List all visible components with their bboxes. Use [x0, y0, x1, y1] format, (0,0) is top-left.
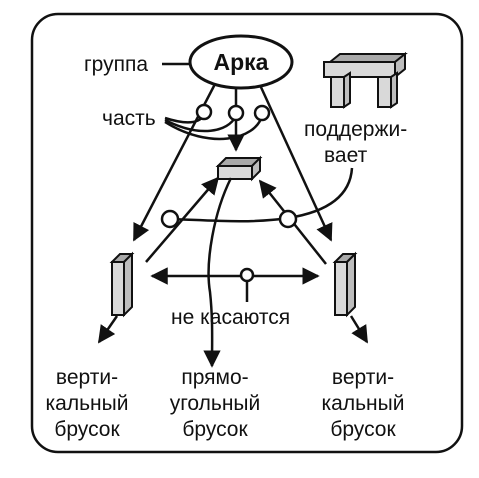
- bottom-right-line1: верти-: [332, 366, 394, 389]
- type-arrow-right: [349, 315, 369, 344]
- bottom-left-line2: кальный: [46, 392, 129, 415]
- horizontal-block-icon: [215, 155, 263, 182]
- supports-label-line2: вает: [324, 144, 368, 167]
- bottom-right-line3: брусок: [330, 418, 396, 441]
- not-touching-label: не касаются: [171, 306, 290, 329]
- bottom-middle-line2: угольный: [170, 392, 261, 415]
- supports-node-right: [278, 209, 298, 229]
- part-node-2: [227, 104, 245, 122]
- supports-node-left: [160, 209, 180, 229]
- part-label: часть: [102, 107, 156, 130]
- arch-node-label: Арка: [214, 49, 269, 75]
- bottom-left-line3: брусок: [54, 418, 120, 441]
- bottom-right-line2: кальный: [322, 392, 405, 415]
- bottom-label-middle: прямо- угольный брусок: [170, 366, 261, 441]
- bottom-middle-line3: брусок: [182, 418, 248, 441]
- part-node-1: [195, 103, 213, 121]
- part-arrow-right: [258, 84, 333, 242]
- arch-icon: [323, 51, 408, 109]
- not-touching-links: [150, 267, 320, 302]
- part-node-3: [253, 104, 271, 122]
- bottom-label-right: верти- кальный брусок: [322, 366, 405, 441]
- bottom-middle-line1: прямо-: [181, 366, 248, 389]
- bottom-left-line1: верти-: [56, 366, 118, 389]
- type-links: [97, 177, 369, 368]
- arch-node: [188, 34, 294, 90]
- type-arrow-middle: [203, 177, 233, 368]
- type-arrow-left: [97, 315, 119, 344]
- not-touching-node: [239, 267, 255, 283]
- part-leader-3: [164, 115, 264, 141]
- right-vertical-block-icon: [332, 251, 358, 318]
- bottom-label-left: верти- кальный брусок: [46, 366, 129, 441]
- group-label: группа: [84, 53, 148, 76]
- left-vertical-block-icon: [109, 251, 135, 318]
- supports-label-line1: поддержи-: [304, 118, 407, 141]
